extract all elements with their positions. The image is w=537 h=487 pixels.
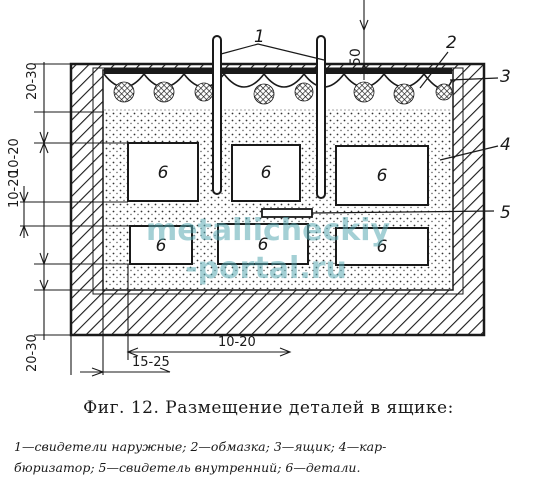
callout-leaders <box>220 43 499 214</box>
callout-4: 4 <box>500 135 511 155</box>
box-diagram: 6 6 6 6 6 6 1 2 3 4 5 50 <box>7 0 511 377</box>
figure-caption: Фиг. 12. Размещение деталей в ящике: <box>83 398 454 418</box>
callout-1: 1 <box>254 27 265 47</box>
figure-legend: 1—свидетели наружные; 2—обмазка; 3—ящик;… <box>14 436 526 478</box>
part-top-left <box>127 142 199 202</box>
legend-line-1: 1—свидетели наружные; 2—обмазка; 3—ящик;… <box>14 439 387 454</box>
legend-line-2: бюризатор; 5—свидетель внутренний; 6—дет… <box>14 460 361 475</box>
part-label-5: 6 <box>258 235 269 255</box>
dim-left-spacing-label: 10-20 <box>7 170 22 208</box>
dim-top-gap-label: 50 <box>348 48 364 66</box>
dim-bottom-gap-label: 10-20 <box>218 335 256 350</box>
part-label-6: 6 <box>377 237 388 257</box>
dim-left-top-label: 20-30 <box>25 62 40 100</box>
part-label-3: 6 <box>377 166 388 186</box>
callout-3: 3 <box>500 67 511 87</box>
part-top-middle <box>231 144 301 202</box>
callout-5: 5 <box>500 203 511 223</box>
dim-top-gap <box>359 0 369 80</box>
part-label-1: 6 <box>158 163 169 183</box>
dim-bottom-wall-label: 15-25 <box>132 355 170 370</box>
part-label-2: 6 <box>261 163 272 183</box>
coating-layer <box>103 68 453 111</box>
dim-left-chain <box>19 62 130 340</box>
watermark: metallicheckiy -portal.ru <box>146 213 391 286</box>
external-witnesses <box>212 35 326 199</box>
watermark-line2: -portal.ru <box>185 251 347 286</box>
part-bottom-middle <box>217 223 309 265</box>
dim-left-bottom-label: 20-30 <box>25 334 40 372</box>
watermark-line1: metallicheckiy <box>146 213 391 248</box>
part-label-4: 6 <box>156 236 167 256</box>
part-top-right <box>335 145 429 206</box>
parts: 6 6 6 6 6 6 <box>127 142 429 266</box>
part-bottom-left <box>129 225 193 265</box>
dim-left-labels: 20-30 10-20 10-20 20-30 <box>7 62 40 372</box>
dim-left-mid-label: 10-20 <box>7 138 22 176</box>
part-bottom-right <box>335 227 429 266</box>
callout-2: 2 <box>446 33 457 53</box>
dim-bottom <box>70 264 292 377</box>
